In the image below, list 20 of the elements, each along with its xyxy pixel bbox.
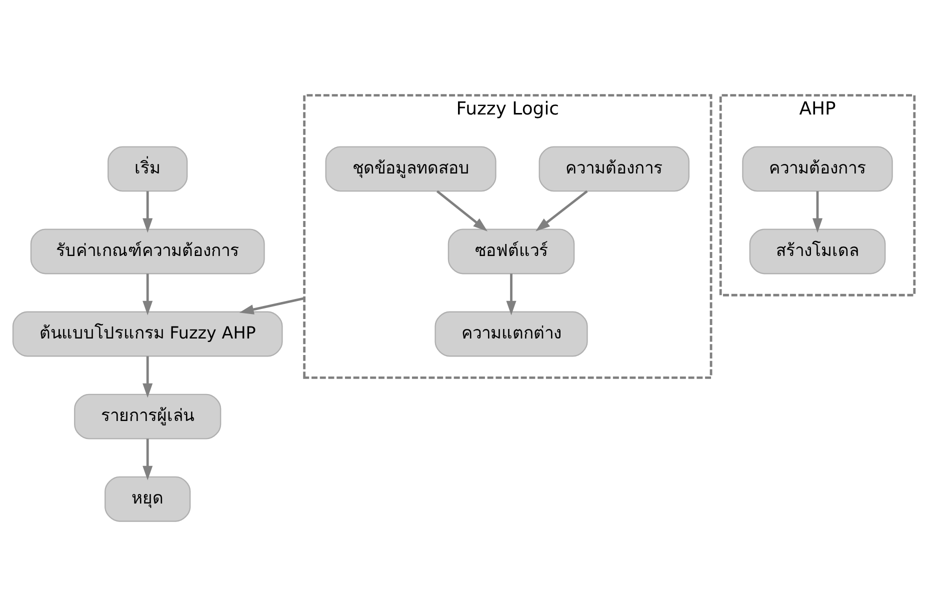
arrow	[536, 190, 588, 231]
arrow	[142, 190, 153, 232]
arrow	[239, 296, 305, 314]
arrow	[142, 273, 153, 315]
node-box: หยุด	[104, 476, 191, 522]
node-box: ความต้องการ	[538, 146, 690, 192]
arrow	[812, 190, 823, 232]
node-box: รับค่าเกณฑ์ความต้องการ	[30, 228, 265, 274]
arrow	[436, 190, 488, 231]
node-box: ความต้องการ	[742, 146, 893, 192]
node-box: เริ่ม	[108, 146, 188, 192]
arrow	[142, 356, 153, 398]
node-box: ต้นแบบโปรแกรม Fuzzy AHP	[12, 310, 283, 356]
node-box: ชุดข้อมูลทดสอบ	[325, 146, 496, 192]
node-box: ซอฟต์แวร์	[448, 228, 575, 274]
arrow	[506, 273, 516, 315]
node-box: รายการผู้เล่น	[74, 393, 222, 439]
arrow	[142, 438, 153, 480]
node-box: สร้างโมเดล	[749, 228, 886, 274]
node-box: ความแตกต่าง	[434, 310, 588, 356]
